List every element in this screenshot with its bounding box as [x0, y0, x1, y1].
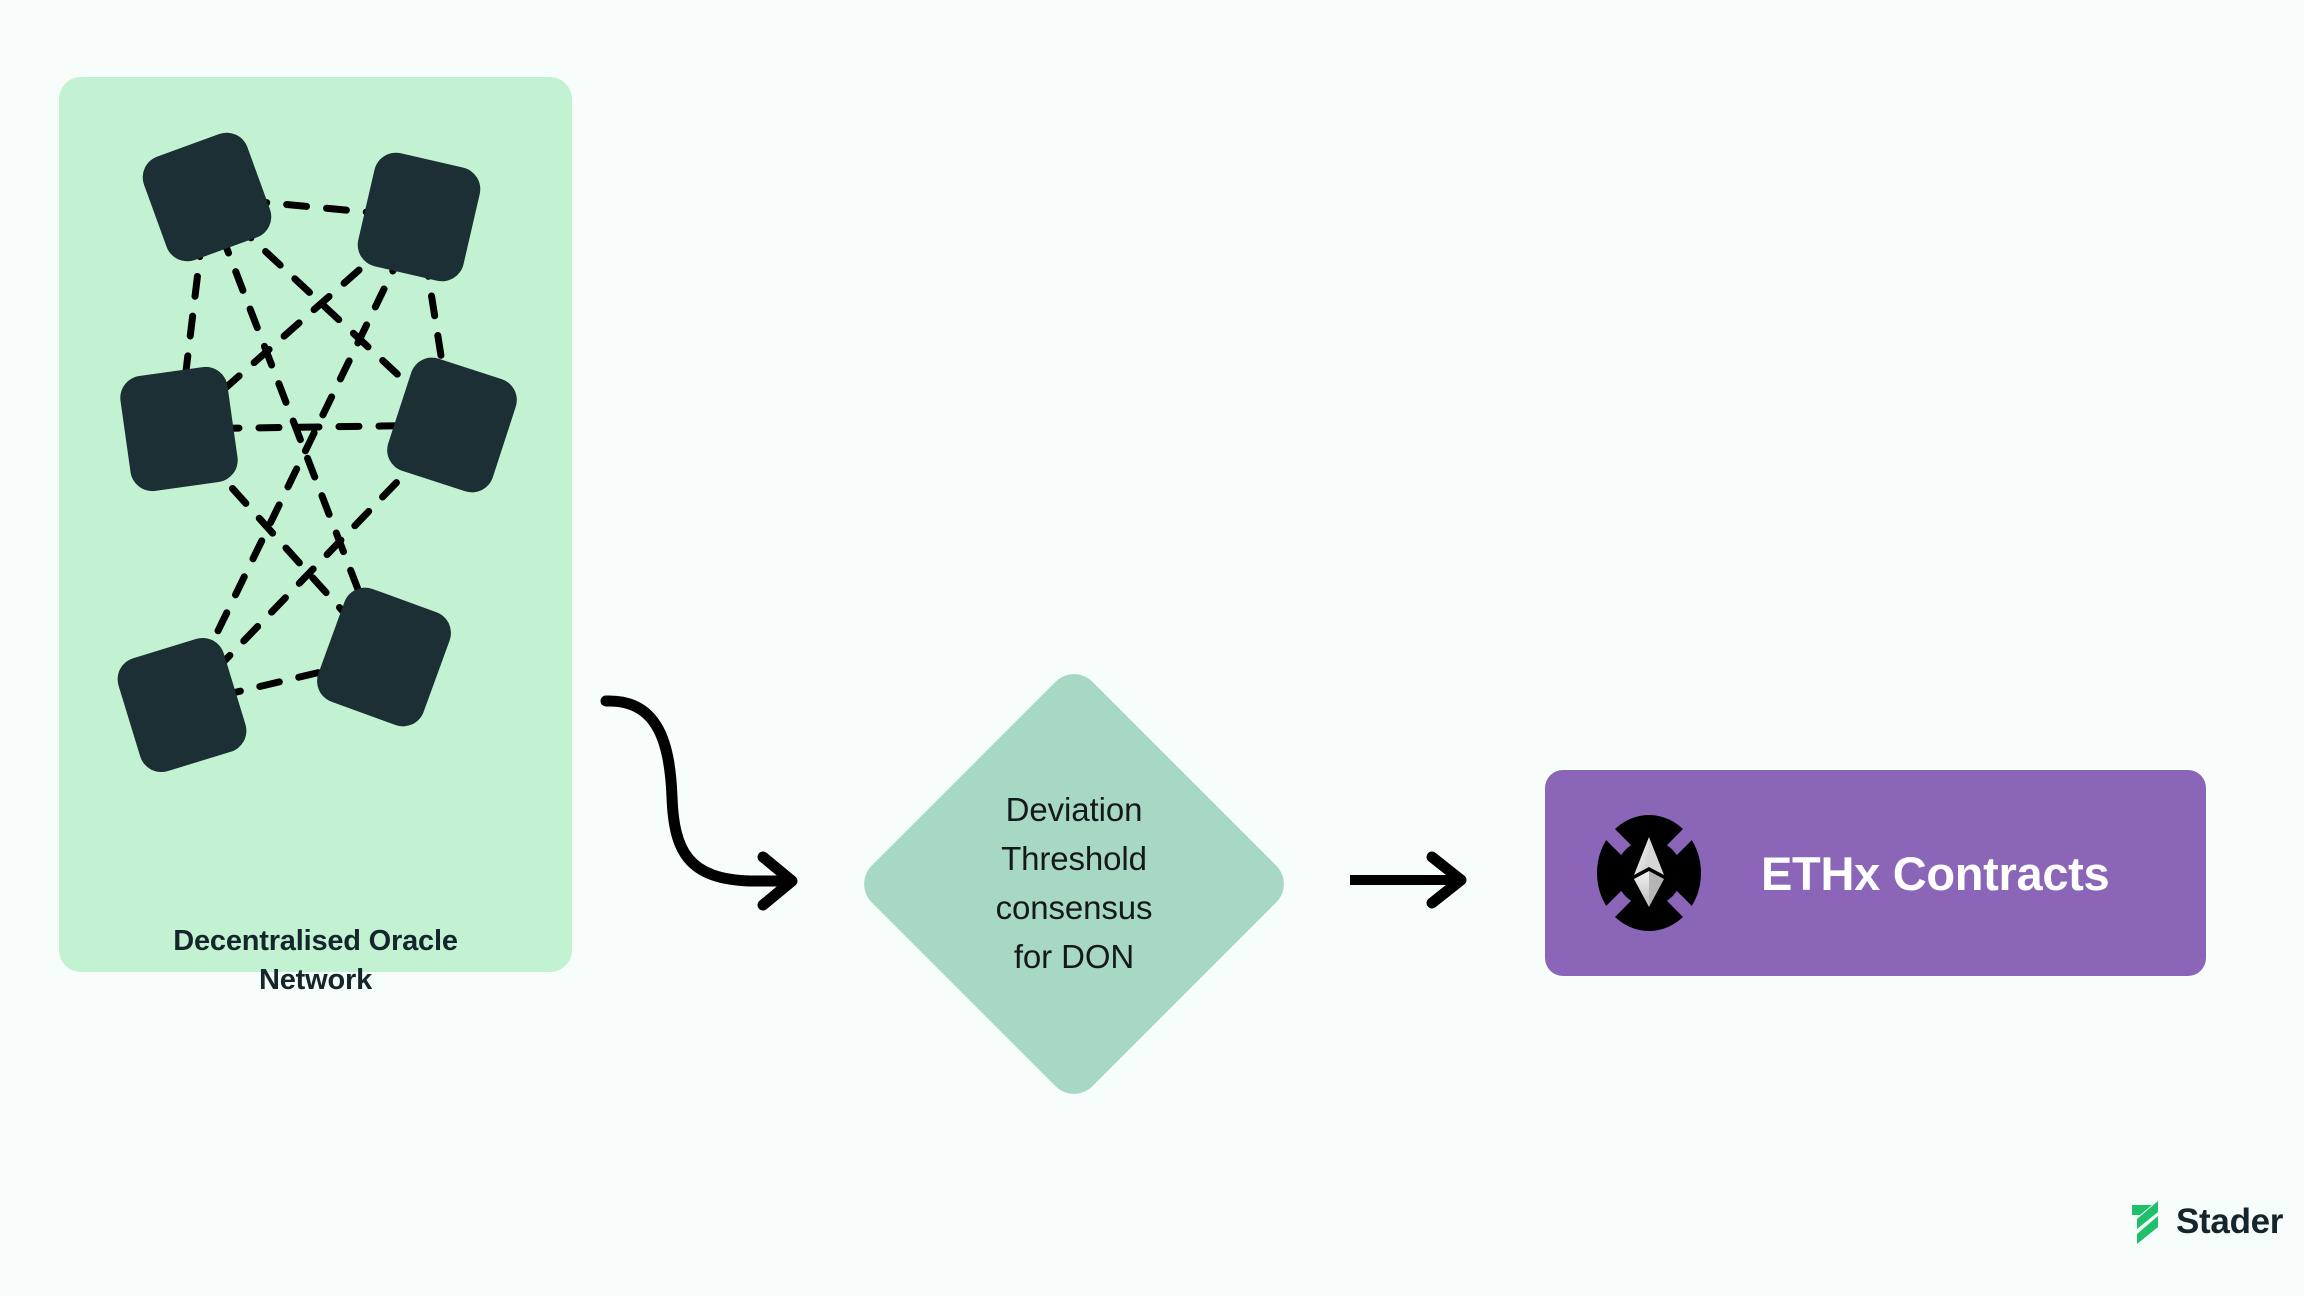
- diamond-line-3: consensus: [995, 889, 1153, 926]
- oracle-node-group: [117, 132, 517, 773]
- decentralised-oracle-network-panel: Decentralised Oracle Network: [59, 77, 572, 996]
- oracle-edge: [178, 421, 456, 709]
- ethx-contracts-label: ETHx Contracts: [1761, 846, 2110, 900]
- oracle-node: [317, 587, 451, 727]
- oracle-network-graph: [117, 132, 517, 773]
- curved-arrow-icon: [600, 695, 798, 911]
- oracle-label-line-2: Network: [258, 963, 372, 996]
- oracle-node: [117, 637, 247, 773]
- ethereum-ethx-logo-icon: [1594, 815, 1704, 931]
- oracle-panel-label: Decentralised Oracle Network: [59, 922, 572, 999]
- stader-wordmark: Stader: [2176, 1202, 2284, 1241]
- ethx-contracts-box[interactable]: ETHx Contracts: [1545, 770, 2206, 976]
- deviation-threshold-diamond: Deviation Threshold consensus for DON: [853, 663, 1295, 1105]
- diamond-line-4: for DON: [1013, 937, 1135, 975]
- oracle-node: [357, 152, 481, 282]
- oracle-label-line-1: Decentralised Oracle: [173, 925, 458, 957]
- diamond-label: Deviation Threshold consensus for DON: [854, 664, 1294, 1104]
- oracle-node: [142, 132, 272, 262]
- oracle-node: [387, 357, 517, 493]
- stader-logo-icon: [2132, 1201, 2158, 1244]
- oracle-edge: [178, 213, 423, 709]
- oracle-node: [120, 366, 238, 492]
- diamond-line-2: Threshold: [1001, 840, 1147, 878]
- straight-arrow-icon: [1350, 851, 1467, 909]
- diamond-line-1: Deviation: [1005, 791, 1143, 829]
- stader-brand: Stader: [2128, 1195, 2283, 1249]
